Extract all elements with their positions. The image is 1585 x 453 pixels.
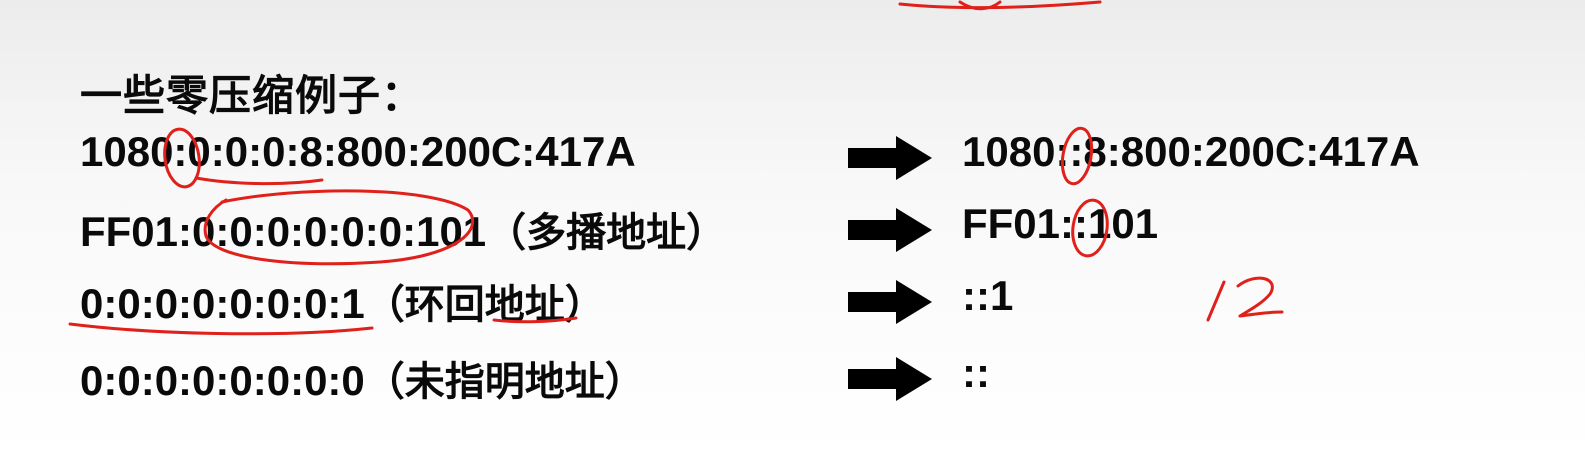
address-note: （多播地址） [486, 210, 727, 256]
right-arrow-icon [848, 280, 932, 324]
right-arrow-icon [848, 357, 932, 401]
right-arrow-icon [848, 136, 932, 180]
compressed-address: ::1 [962, 272, 1014, 319]
address-note: （未指明地址） [364, 359, 645, 405]
compressed-address: 1080::8:800:200C:417A [962, 128, 1420, 175]
full-address: FF01:0:0:0:0:0:0:101 [80, 208, 487, 255]
compressed-address: FF01::101 [962, 200, 1159, 247]
compressed-address: :: [962, 349, 990, 396]
right-arrow-icon [848, 208, 932, 252]
slide-title: 一些零压缩例子： [80, 71, 425, 120]
example-row: 0:0:0:0:0:0:0:0（未指明地址） :: [0, 349, 1585, 405]
address-note: （环回地址） [364, 282, 605, 328]
full-address: 1080:0:0:0:8:800:200C:417A [80, 128, 636, 175]
example-row: FF01:0:0:0:0:0:0:101（多播地址） FF01::101 [0, 200, 1585, 256]
example-row: 0:0:0:0:0:0:0:1（环回地址） ::1 [0, 272, 1585, 328]
full-address: 0:0:0:0:0:0:0:1 [80, 280, 365, 327]
full-address: 0:0:0:0:0:0:0:0 [80, 357, 365, 404]
example-row: 1080:0:0:0:8:800:200C:417A 1080::8:800:2… [0, 128, 1585, 184]
top-scribble-mark [898, 0, 1102, 11]
